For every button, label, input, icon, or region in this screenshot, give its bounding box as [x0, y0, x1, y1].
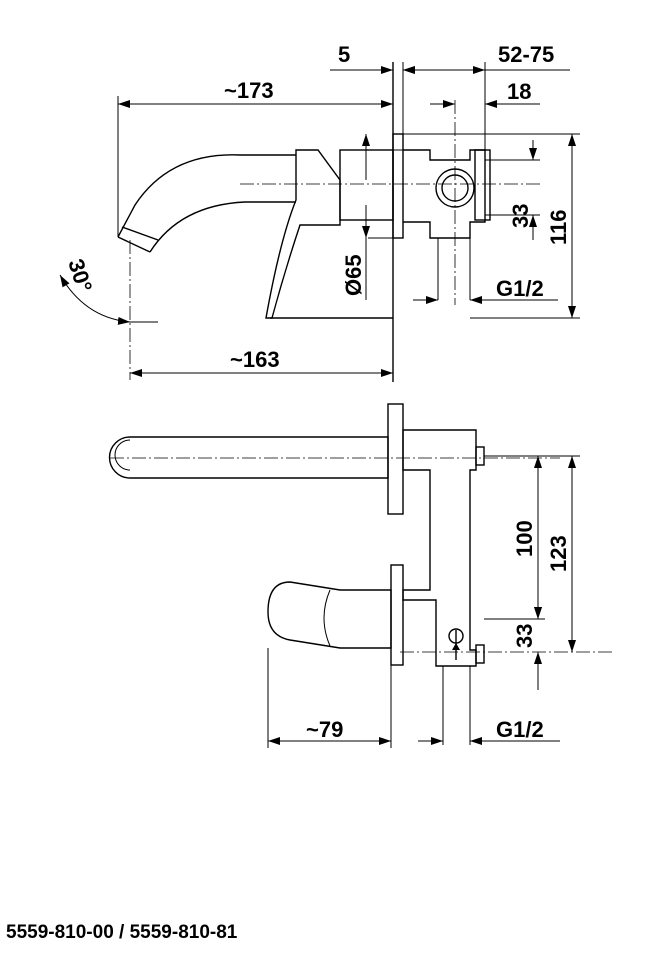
top-view — [108, 403, 615, 748]
top-stop-upper — [475, 446, 485, 466]
top-spout-outlet — [114, 439, 131, 471]
top-rosette-lower — [390, 564, 404, 666]
part-numbers: 5559-810-00 / 5559-810-81 — [6, 922, 238, 943]
dim-label-g12-top: G1/2 — [496, 276, 544, 301]
spout-outline-bottom — [149, 201, 296, 253]
dim-label-33-bottom: 33 — [512, 624, 537, 648]
spout-aerator — [121, 226, 159, 241]
top-stop-lower — [475, 644, 485, 664]
mounting-flange — [474, 149, 491, 221]
dim-label-30: 30° — [63, 256, 97, 295]
dim-label-173: ~173 — [224, 78, 274, 103]
top-spout-tube — [108, 436, 389, 479]
dim-label-18: 18 — [507, 79, 531, 104]
top-rosette-upper — [387, 403, 404, 515]
spout-tip — [117, 236, 151, 253]
dim-label-123: 123 — [546, 535, 571, 572]
angle-arc — [59, 274, 131, 325]
dim-label-phi65: Ø65 — [341, 254, 366, 296]
dim-label-33-top: 33 — [508, 204, 533, 228]
top-handle — [267, 581, 392, 649]
handle-lever — [265, 149, 341, 319]
dim-label-52-75: 52-75 — [498, 42, 554, 67]
dim-label-5: 5 — [338, 42, 350, 67]
top-valve-arrow — [452, 643, 460, 650]
spout-outline-top — [117, 154, 296, 238]
dim-label-79: ~79 — [306, 717, 343, 742]
dim-label-116: 116 — [546, 210, 571, 246]
side-view — [59, 62, 580, 382]
concealed-box — [403, 149, 486, 239]
top-body-column — [402, 429, 477, 667]
top-handle-curve — [323, 589, 331, 647]
dim-label-100: 100 — [512, 520, 537, 557]
dim-label-163: ~163 — [230, 347, 280, 372]
dim-label-g12-bottom: G1/2 — [496, 717, 544, 742]
